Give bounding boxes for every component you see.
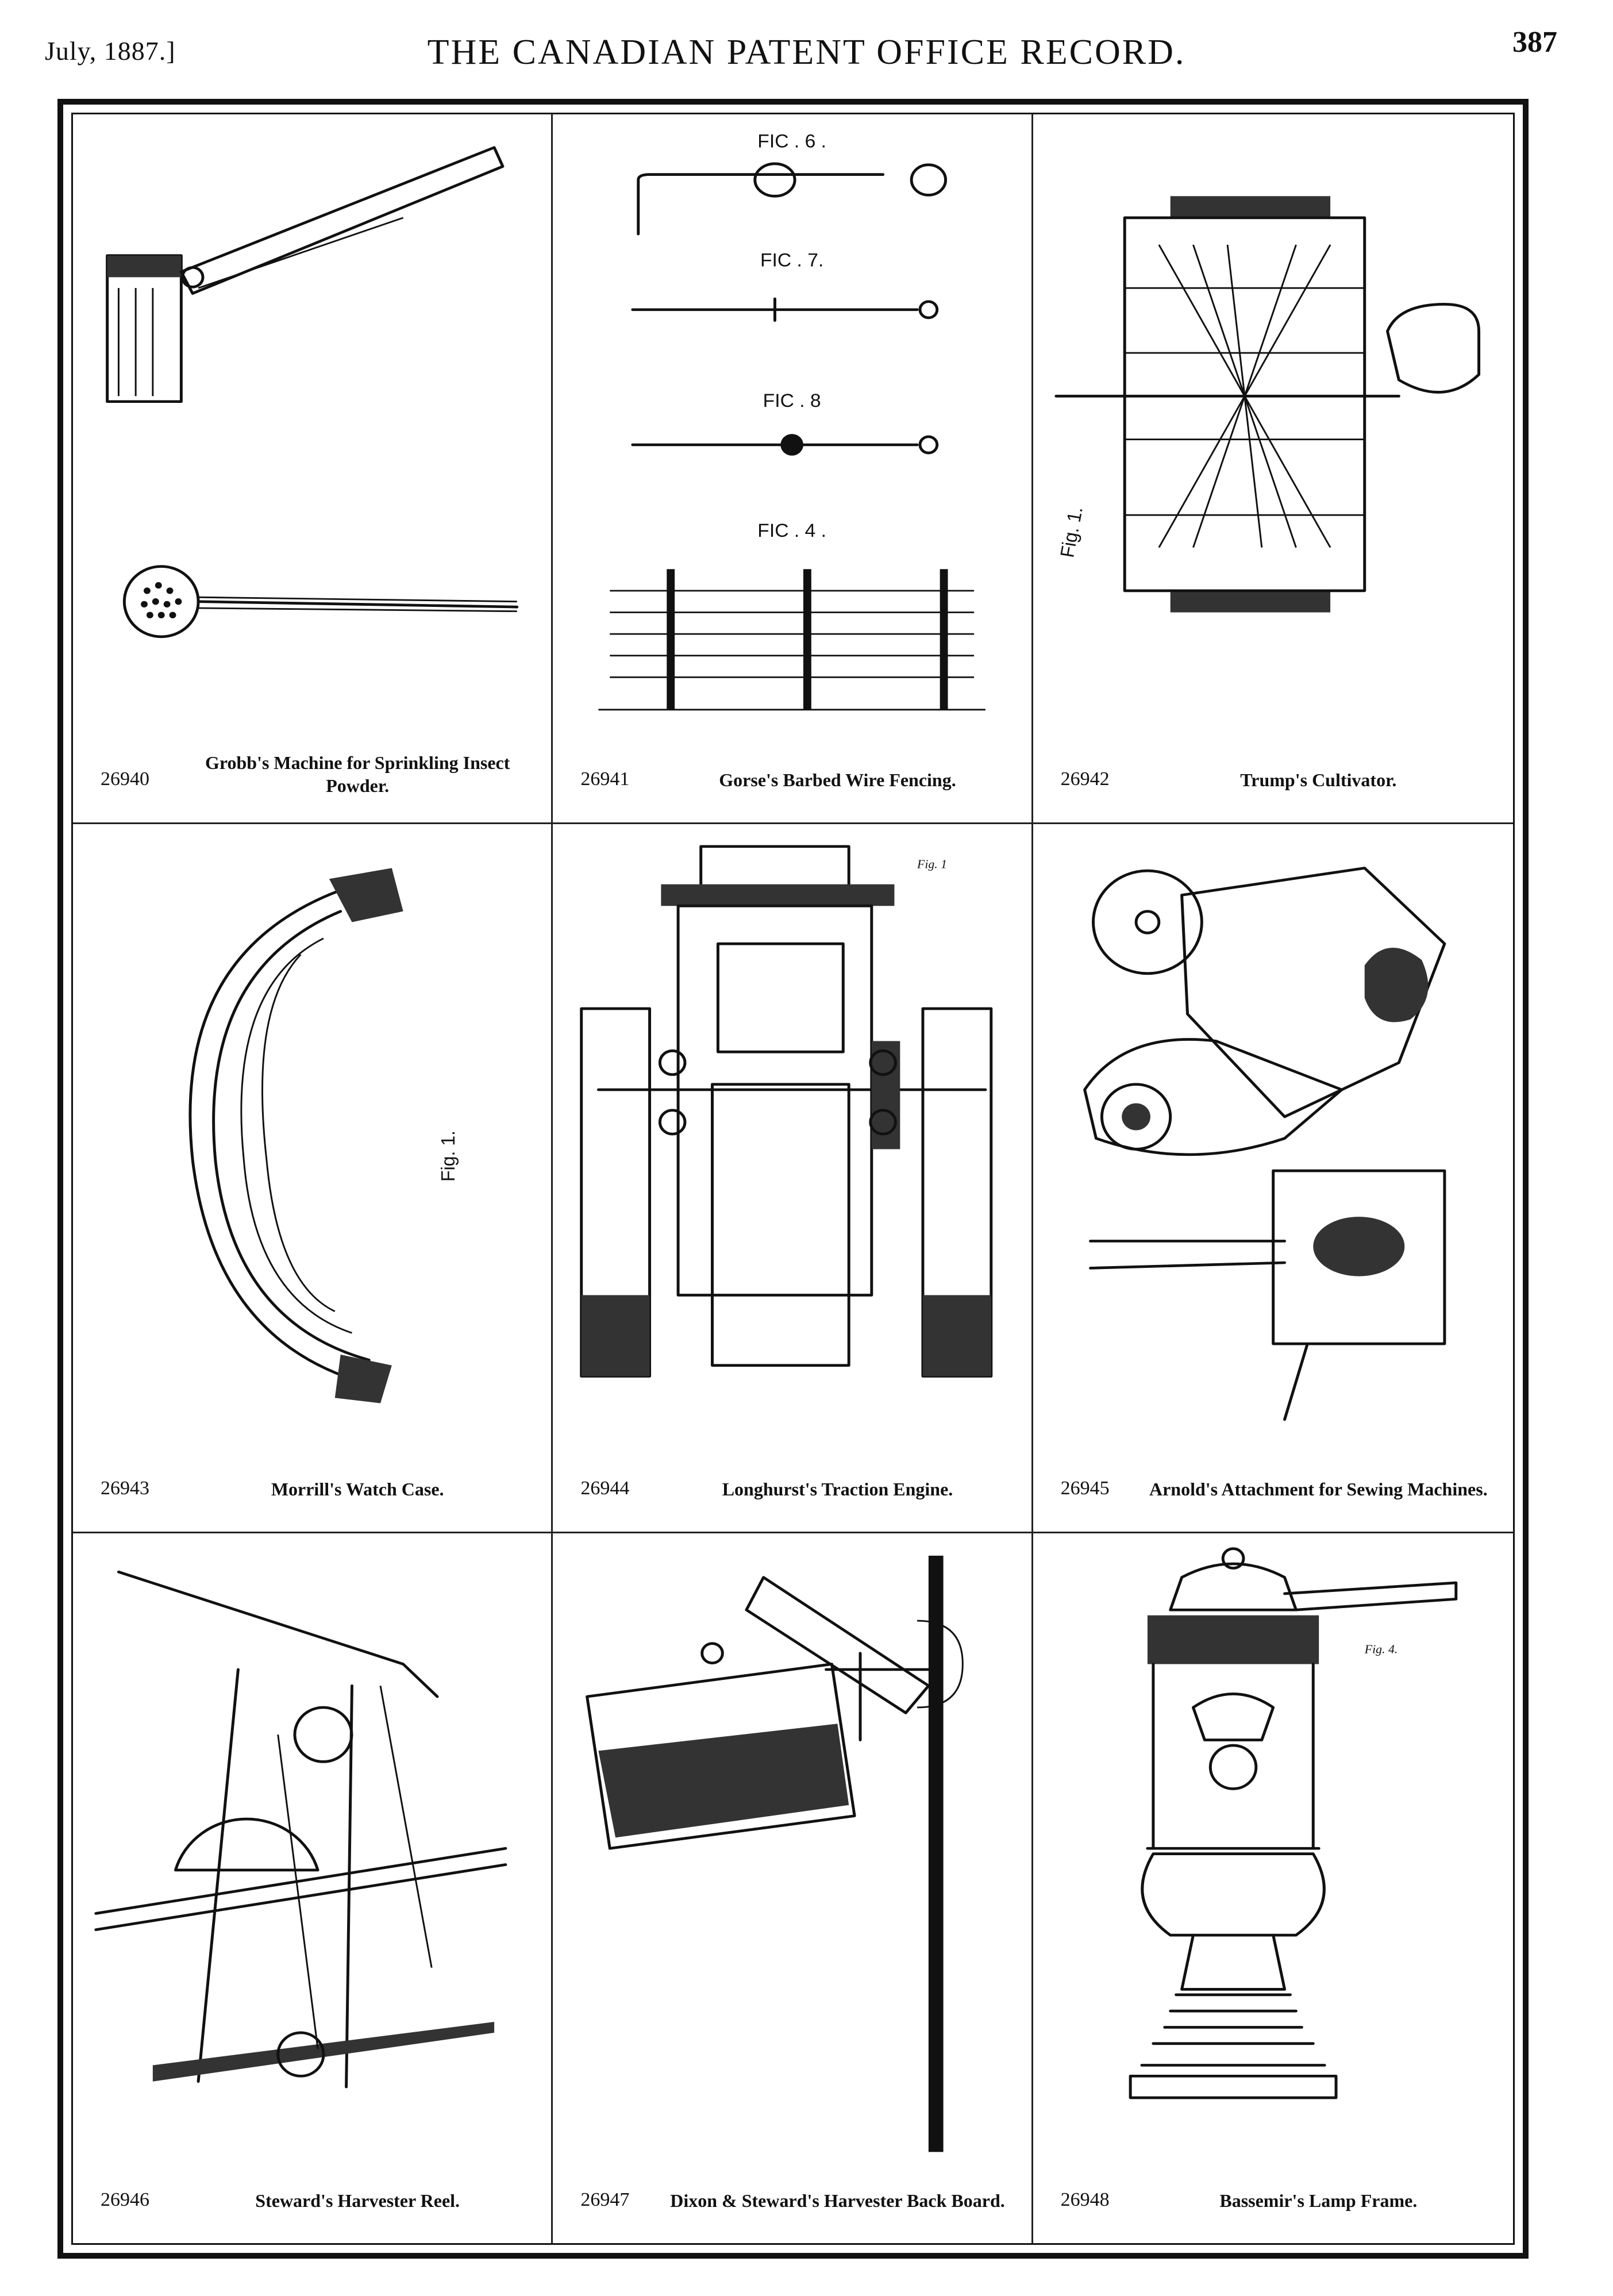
figure-label: Fig. 1 xyxy=(917,857,947,871)
plate-26944: Fig. 1 26944 Longhurst's Traction Engine… xyxy=(553,824,1033,1534)
back-board-drawing xyxy=(564,1545,1019,2168)
figure-label: FIC . 6 . xyxy=(758,130,827,151)
patent-number: 26944 xyxy=(580,1478,630,1499)
watch-case-drawing: Fig. 1. xyxy=(84,836,540,1457)
figure-label: FIC . 4 . xyxy=(758,520,827,541)
plate-caption: 26943 Morrill's Watch Case. xyxy=(101,1460,534,1518)
plate-caption: 26941 Gorse's Barbed Wire Fencing. xyxy=(580,751,1014,809)
sprinkler-drawing xyxy=(84,126,540,748)
plate-caption: 26948 Bassemir's Lamp Frame. xyxy=(1061,2172,1496,2229)
plates-frame: 26940 Grobb's Machine for Sprinkling Ins… xyxy=(57,99,1529,2259)
patent-title: Longhurst's Traction Engine. xyxy=(722,1479,953,1500)
plate-26942: Fig. 1. 26942 Trump's Cultivator. xyxy=(1033,114,1513,824)
patent-number: 26941 xyxy=(580,768,630,790)
figure-label: FIC . 8 xyxy=(763,390,821,411)
harvester-reel-drawing xyxy=(84,1545,540,2168)
page-number: 387 xyxy=(1512,26,1557,59)
lamp-frame-drawing: Fig. 4. xyxy=(1045,1545,1502,2168)
plate-26940: 26940 Grobb's Machine for Sprinkling Ins… xyxy=(73,114,553,824)
patent-number: 26948 xyxy=(1060,2189,1110,2210)
plate-26947: 26947 Dixon & Steward's Harvester Back B… xyxy=(553,1533,1033,2243)
patent-number: 26940 xyxy=(101,768,149,790)
patent-number: 26943 xyxy=(101,1478,149,1499)
figure-label: FIC . 7. xyxy=(760,249,823,270)
plate-26946: 26946 Steward's Harvester Reel. xyxy=(73,1533,553,2243)
plate-caption: 26944 Longhurst's Traction Engine. xyxy=(580,1460,1014,1518)
patent-title: Dixon & Steward's Harvester Back Board. xyxy=(670,2190,1005,2211)
sewing-attachment-drawing xyxy=(1045,836,1502,1457)
barbed-wire-drawing: FIC . 6 . FIC . 7. FIC . 8 FIC . 4 . xyxy=(564,126,1019,748)
patent-title: Morrill's Watch Case. xyxy=(271,1479,444,1500)
plate-26941: FIC . 6 . FIC . 7. FIC . 8 FIC . 4 . xyxy=(553,114,1033,824)
patent-title: Arnold's Attachment for Sewing Machines. xyxy=(1149,1479,1488,1500)
patent-number: 26947 xyxy=(580,2189,630,2210)
plate-26948: Fig. 4. 26948 Bassemir's Lamp Frame. xyxy=(1033,1533,1513,2243)
plate-caption: 26947 Dixon & Steward's Harvester Back B… xyxy=(580,2172,1014,2229)
patent-title: Gorse's Barbed Wire Fencing. xyxy=(719,769,956,790)
traction-engine-drawing: Fig. 1 xyxy=(564,836,1019,1457)
plates-grid: 26940 Grobb's Machine for Sprinkling Ins… xyxy=(71,113,1515,2245)
figure-label: Fig. 1. xyxy=(437,1130,459,1182)
plate-caption: 26940 Grobb's Machine for Sprinkling Ins… xyxy=(101,751,534,809)
patent-title: Steward's Harvester Reel. xyxy=(255,2190,460,2211)
patent-title: Bassemir's Lamp Frame. xyxy=(1219,2190,1418,2211)
plate-caption: 26945 Arnold's Attachment for Sewing Mac… xyxy=(1061,1460,1496,1518)
patent-title: Trump's Cultivator. xyxy=(1240,769,1397,790)
publication-title: THE CANADIAN PATENT OFFICE RECORD. xyxy=(427,33,1186,72)
issue-date: July, 1887.] xyxy=(45,36,176,66)
plate-26945: 26945 Arnold's Attachment for Sewing Mac… xyxy=(1033,824,1513,1534)
cultivator-drawing: Fig. 1. xyxy=(1045,126,1502,748)
patent-number: 26945 xyxy=(1060,1478,1110,1499)
plate-caption: 26942 Trump's Cultivator. xyxy=(1061,751,1496,809)
patent-title: Grobb's Machine for Sprinkling Insect Po… xyxy=(205,752,510,796)
plate-caption: 26946 Steward's Harvester Reel. xyxy=(101,2172,534,2229)
patent-number: 26946 xyxy=(101,2189,149,2210)
patent-number: 26942 xyxy=(1060,768,1110,790)
plate-26943: Fig. 1. 26943 Morrill's Watch Case. xyxy=(73,824,553,1534)
figure-label: Fig. 1. xyxy=(1056,505,1087,559)
page-header: July, 1887.] THE CANADIAN PATENT OFFICE … xyxy=(0,0,1613,98)
figure-label: Fig. 4. xyxy=(1364,1643,1398,1656)
